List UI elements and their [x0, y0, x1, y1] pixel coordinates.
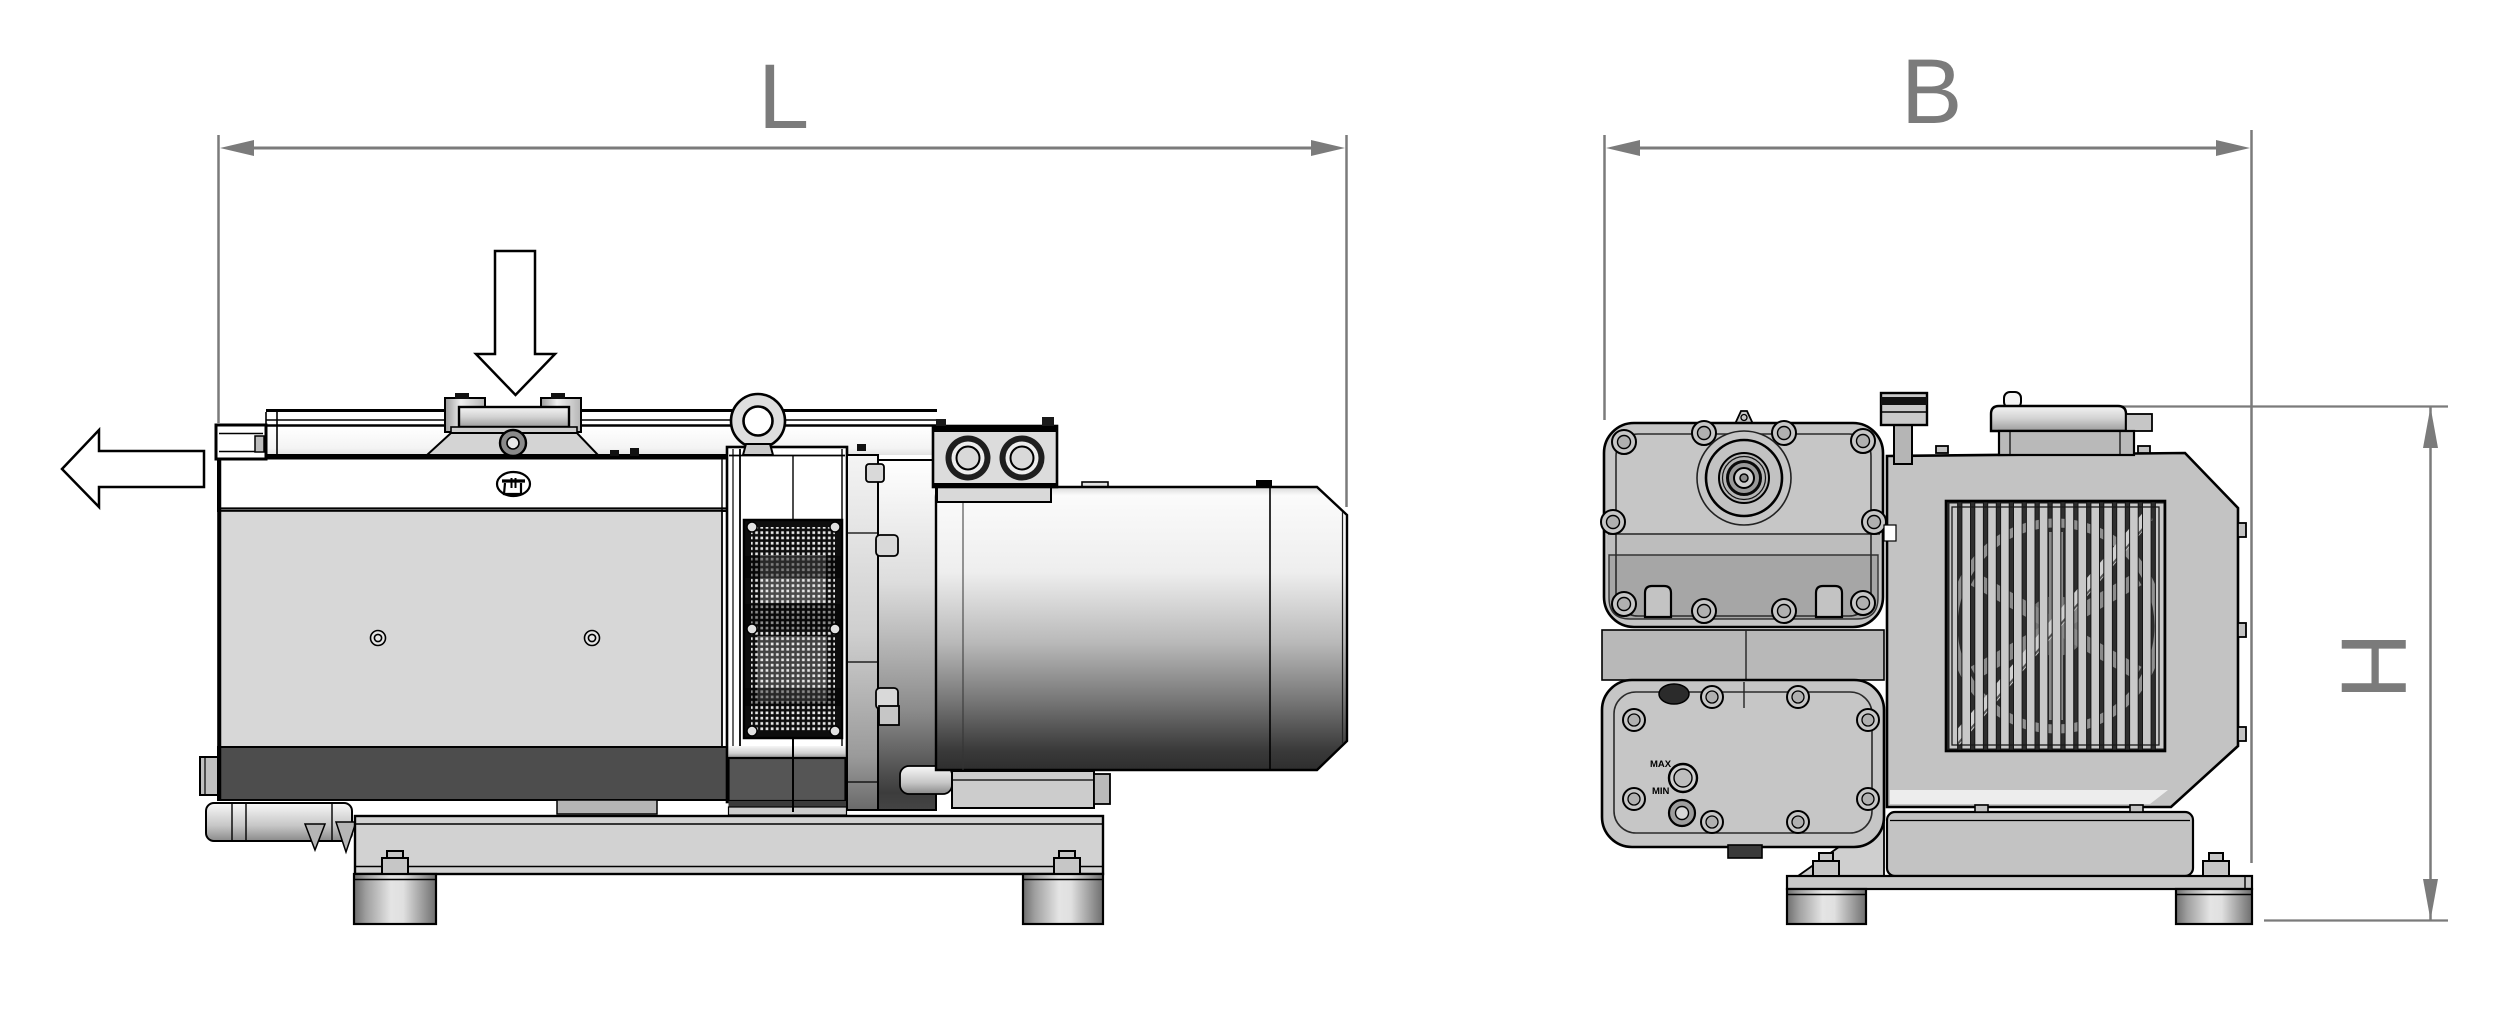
- svg-text:H: H: [2322, 632, 2426, 699]
- svg-text:MAX: MAX: [1650, 759, 1672, 770]
- svg-text:L: L: [758, 46, 809, 148]
- svg-text:MIN: MIN: [1652, 786, 1670, 797]
- svg-text:B: B: [1901, 41, 1962, 143]
